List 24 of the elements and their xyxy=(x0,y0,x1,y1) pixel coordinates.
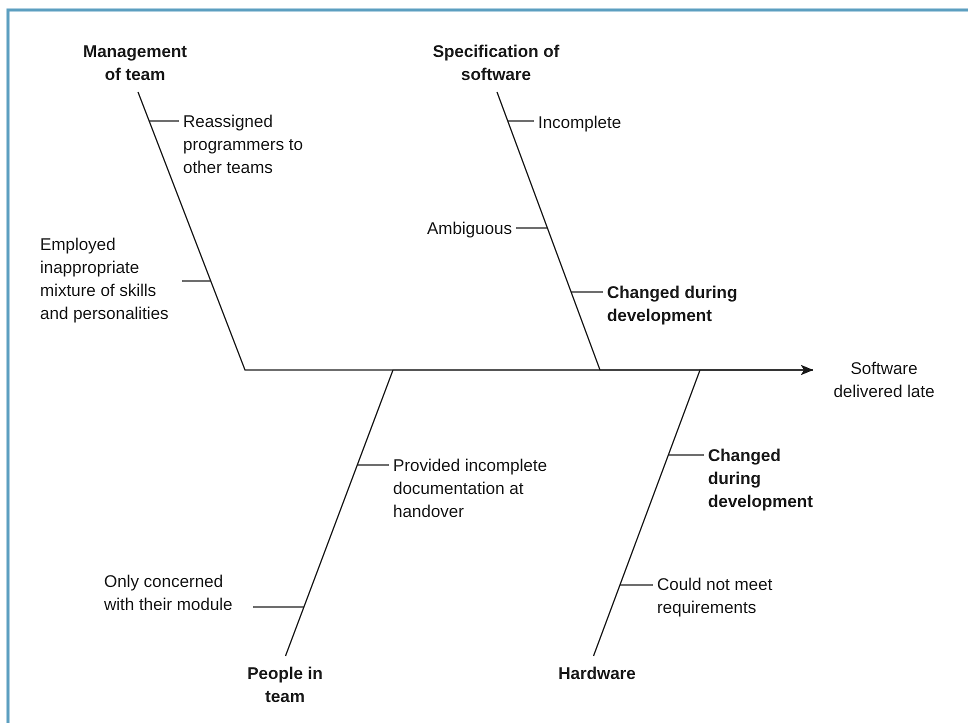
cause-label: Provided incomplete documentation at handover xyxy=(393,455,548,523)
category-label: Hardware xyxy=(557,663,637,685)
cause-label: Incomplete xyxy=(538,112,622,134)
cause-label: Only concerned with their module xyxy=(104,571,234,616)
leader-line xyxy=(149,120,179,122)
cause-label: Employed inappropriate mixture of skills and personalities xyxy=(40,234,170,325)
category-label: Changed during development xyxy=(708,445,814,513)
leader-line xyxy=(620,584,653,586)
leader-line xyxy=(253,606,304,608)
leader-line xyxy=(516,227,548,229)
leader-line xyxy=(182,280,211,282)
arrow xyxy=(592,365,813,656)
cause-label: Reassigned programmers to other teams xyxy=(183,111,303,179)
category-label: People in team xyxy=(246,663,324,708)
leader-line xyxy=(571,291,603,293)
category-label: Management of team xyxy=(82,41,188,86)
cause-label: Ambiguous xyxy=(426,218,512,240)
category-label: Specification of software xyxy=(432,41,560,86)
category-label: Changed during development xyxy=(607,282,738,327)
effect-label: Software delivered late xyxy=(832,358,936,403)
cause-label: Could not meet requirements xyxy=(657,574,774,619)
leader-line xyxy=(668,454,704,456)
leader-line xyxy=(357,464,389,466)
leader-line xyxy=(508,120,534,122)
